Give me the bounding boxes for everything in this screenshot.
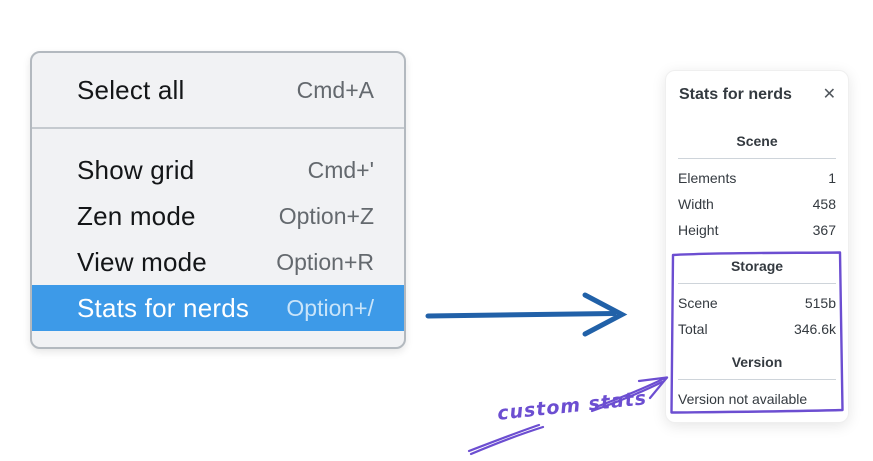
stat-value: 515b: [804, 295, 836, 311]
menu-item-zen-mode[interactable]: Zen mode Option+Z: [32, 193, 404, 239]
section-heading-version: Version: [731, 354, 783, 370]
menu-item-shortcut: Cmd+A: [296, 76, 374, 103]
menu-item-label: Select all: [77, 74, 185, 105]
menu-item-label: Show grid: [77, 154, 195, 185]
stat-value: 458: [812, 196, 836, 212]
menu-item-shortcut: Option+Z: [278, 202, 374, 229]
stats-panel: Stats for nerds ✕ Scene Elements 1 Width…: [665, 70, 849, 423]
menu-item-shortcut: Cmd+': [307, 156, 374, 183]
section-divider: [678, 158, 836, 159]
stat-label: Scene: [678, 295, 718, 311]
flow-arrow: [425, 292, 628, 337]
menu-item-label: Stats for nerds: [77, 292, 250, 323]
stat-label: Total: [678, 321, 708, 337]
stat-value: 1: [828, 170, 836, 186]
stats-panel-header: Stats for nerds ✕: [666, 71, 848, 106]
section-divider: [678, 379, 836, 380]
menu-separator: [32, 127, 404, 129]
section-divider: [678, 283, 836, 284]
close-icon[interactable]: ✕: [822, 86, 836, 103]
stat-row-width: Width 458: [666, 191, 848, 217]
section-heading-scene: Scene: [736, 133, 778, 149]
menu-item-select-all[interactable]: Select all Cmd+A: [32, 53, 404, 127]
stat-value: 367: [812, 222, 836, 238]
version-status-text: Version not available: [678, 391, 808, 407]
stat-label: Elements: [678, 170, 737, 186]
stat-value: 346.6k: [793, 321, 836, 337]
menu-item-view-mode[interactable]: View mode Option+R: [32, 239, 404, 285]
annotation-custom-stats: custom stats: [496, 387, 649, 425]
stat-row-height: Height 367: [666, 217, 848, 243]
menu-item-label: View mode: [77, 246, 207, 277]
stat-row-elements: Elements 1: [666, 165, 848, 191]
context-menu: Select all Cmd+A Show grid Cmd+' Zen mod…: [30, 51, 406, 349]
menu-item-shortcut: Option+/: [286, 294, 374, 321]
stat-label: Height: [678, 222, 719, 238]
stats-panel-title: Stats for nerds: [679, 86, 792, 103]
stat-label: Width: [678, 196, 714, 212]
menu-item-label: Zen mode: [77, 200, 196, 231]
menu-item-stats-for-nerds[interactable]: Stats for nerds Option+/: [32, 285, 404, 331]
menu-item-shortcut: Option+R: [276, 248, 374, 275]
section-heading-storage: Storage: [730, 258, 784, 274]
stat-row-total-storage: Total 346.6k: [666, 316, 848, 342]
menu-item-show-grid[interactable]: Show grid Cmd+': [32, 147, 404, 193]
menu-group: Show grid Cmd+' Zen mode Option+Z View m…: [32, 129, 404, 331]
stat-row-scene-storage: Scene 515b: [666, 290, 848, 316]
